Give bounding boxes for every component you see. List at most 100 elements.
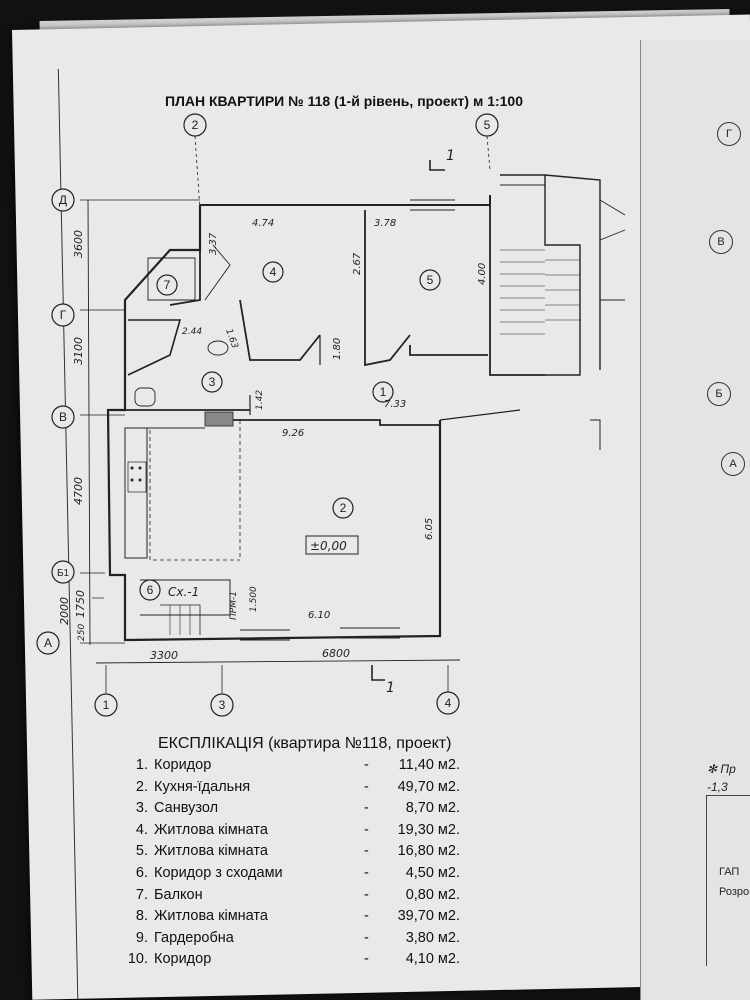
row-name: Коридор — [154, 757, 212, 773]
dim-room-12: 6.05 — [424, 518, 435, 540]
stamp-dev: Розро — [719, 886, 750, 898]
dim-left-3: 4700 — [72, 477, 85, 505]
axis-left-3: В — [59, 410, 67, 424]
room-number-3: 3 — [209, 375, 216, 389]
row-num: 9. — [135, 929, 148, 946]
dim-room-13: 6.10 — [308, 610, 330, 621]
row-area: 16,80 м2. — [397, 843, 460, 860]
level-box — [305, 535, 359, 555]
room-number-5: 5 — [427, 273, 434, 287]
row-area: 3,80 м2. — [405, 929, 460, 946]
row-num: 5. — [135, 843, 148, 860]
axis-bottom-1: 1 — [103, 698, 110, 712]
row-name: Житлова кімната — [154, 908, 268, 925]
axis-bottom-2: 3 — [219, 698, 226, 712]
row-area: 49,70 м2. — [397, 778, 460, 795]
floor-plan: 2 5 1 3 4 Д Г В Б1 А 1 2 3 4 5 6 7 1 1 3… — [36, 113, 626, 717]
dim-left-5: 1750 — [74, 590, 87, 618]
axis-top-2: 5 — [484, 118, 491, 132]
list-item: 6. Коридор з сходами - 4,50 м2. — [118, 865, 478, 887]
row-num: 10. — [127, 951, 148, 968]
row-name: Житлова кімната — [154, 843, 268, 860]
row-area: 39,70 м2. — [397, 908, 460, 925]
list-item: 2. Кухня-їдальня - 49,70 м2. — [118, 779, 478, 801]
prm-label: ПРМ-1 — [229, 591, 239, 620]
dim-left-1: 3600 — [72, 230, 85, 258]
row-num: 4. — [135, 821, 148, 838]
right-note: ✻ Пр — [707, 762, 736, 776]
row-dash: - — [364, 886, 369, 903]
row-name: Житлова кімната — [154, 821, 268, 838]
row-dash: - — [364, 821, 369, 838]
dim-room-5: 4.00 — [477, 263, 488, 285]
row-dash: - — [364, 800, 369, 817]
row-name: Коридор — [154, 951, 212, 968]
dim-left-4: 2000 — [58, 597, 71, 625]
row-area: 11,40 м2. — [398, 757, 460, 773]
adjacent-sheet: Г В Б А ✻ Пр -1,3 — [640, 40, 750, 1000]
plan-title: ПЛАН КВАРТИРИ № 118 (1-й рівень, проект)… — [165, 93, 524, 109]
row-dash: - — [364, 864, 369, 881]
room-number-7: 7 — [164, 278, 171, 292]
dim-room-10: 9.26 — [282, 428, 304, 439]
row-name: Санвузол — [154, 800, 219, 817]
section-mark-bottom: 1 — [386, 680, 395, 696]
dim-bottom-2: 6800 — [322, 647, 350, 660]
row-dash: - — [364, 778, 369, 795]
row-area: 0,80 м2. — [405, 886, 460, 903]
dim-room-9: 1.42 — [255, 390, 265, 410]
room-number-1: 1 — [380, 385, 387, 399]
room-number-4: 4 — [270, 265, 277, 279]
row-dash: - — [364, 929, 369, 946]
explication-subtitle: (квартира №118, проект) — [268, 735, 452, 752]
row-name: Балкон — [154, 886, 203, 903]
row-num: 7. — [135, 886, 148, 903]
list-item: 8.Житлова кімната-39,70 м2. — [118, 908, 478, 930]
level-mark: ±0,00 — [310, 539, 347, 553]
room-number-6: 6 — [147, 583, 154, 597]
dim-room-14: 1.500 — [249, 586, 259, 612]
row-name: Коридор з сходами — [154, 864, 283, 881]
dim-room-11: 7.33 — [384, 399, 406, 410]
list-item: 4.Житлова кімната-19,30 м2. — [118, 822, 478, 844]
dim-room-4: 2.67 — [352, 252, 363, 275]
row-name: Кухня-їдальня — [154, 778, 251, 795]
row-num: 2. — [135, 778, 148, 795]
dim-room-1: 4.74 — [252, 218, 274, 229]
section-mark-top: 1 — [446, 148, 455, 164]
row-num: 6. — [135, 864, 148, 881]
axis-left-2: Г — [60, 308, 67, 322]
axis-top-1: 2 — [192, 118, 199, 132]
dim-left-6: 250 — [77, 624, 87, 641]
right-axis-2: В — [709, 230, 733, 254]
row-name: Гардеробна — [154, 929, 234, 946]
list-item: 9. Гардеробна - 3,80 м2. — [118, 930, 478, 952]
right-note-2: -1,3 — [707, 780, 728, 794]
list-item: 3. Санвузол - 8,70 м2. — [118, 800, 478, 822]
row-dash: - — [364, 908, 369, 925]
explication-heading: ЕКСПЛІКАЦІЯ (квартира №118, проект) — [158, 735, 451, 753]
dim-left-2: 3100 — [72, 337, 85, 365]
row-area: 4,10 м2. — [405, 951, 460, 968]
list-item: 10. Коридор - 4,10 м2. — [118, 951, 478, 973]
list-item: 1. Коридор - 11,40 м2. — [118, 757, 478, 779]
row-area: 4,50 м2. — [405, 864, 460, 881]
row-dash: - — [364, 757, 369, 773]
dim-room-2: 3.78 — [374, 218, 396, 229]
right-axis-4: А — [721, 452, 745, 476]
axis-left-5: А — [44, 636, 52, 650]
row-dash: - — [364, 951, 369, 968]
row-area: 8,70 м2. — [405, 800, 460, 817]
explication-table: 1. Коридор - 11,40 м2. 2. Кухня-їдальня - 49,7… — [118, 757, 478, 973]
stamp-gap: ГАП — [719, 866, 740, 878]
stair-label: Сх.-1 — [168, 585, 199, 599]
list-item: 5. Житлова кімната - 16,80 м2. — [118, 843, 478, 865]
row-num: 1. — [135, 757, 148, 773]
list-item: 7. Балкон - 0,80 м2. — [118, 887, 478, 909]
dim-room-3: 3.37 — [208, 232, 219, 255]
row-dash: - — [364, 843, 369, 860]
right-axis-3: Б — [707, 382, 731, 406]
axis-left-1: Д — [59, 193, 67, 207]
title-block: ГАП Розро — [706, 795, 750, 966]
row-num: 3. — [135, 800, 148, 817]
